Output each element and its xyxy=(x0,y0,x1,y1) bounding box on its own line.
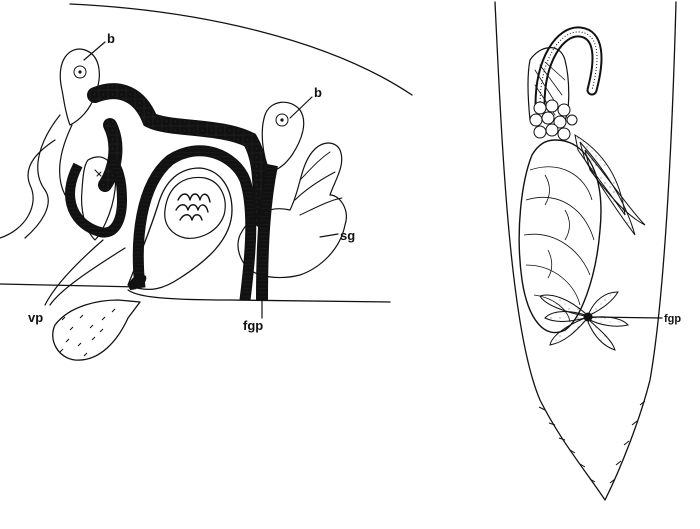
lateral-glands xyxy=(574,133,646,236)
leader-b-upper xyxy=(83,41,106,61)
right-figure: fgp xyxy=(494,1,681,501)
bulb-right-nucleus xyxy=(275,113,289,127)
duct-left xyxy=(24,114,61,239)
pharynx-bulb xyxy=(527,47,570,121)
label-vp: vp xyxy=(28,310,43,325)
egg-cluster xyxy=(529,99,578,141)
bulb-right xyxy=(261,101,305,173)
leader-vp xyxy=(44,239,104,306)
leader-vp-2 xyxy=(49,247,126,306)
sperm-mass xyxy=(175,193,211,221)
ovoid-striations xyxy=(523,166,595,323)
body-outline-curve xyxy=(69,3,413,96)
body-spines xyxy=(538,400,646,484)
shell-glands xyxy=(237,142,347,279)
leader-b-right xyxy=(289,96,313,119)
bulb-upper-nucleus xyxy=(73,65,87,79)
copulatory-bulb-inner xyxy=(127,167,233,291)
leader-fgp-right xyxy=(591,316,663,319)
label-b-right: b xyxy=(314,85,322,100)
left-figure: b b sg vp fgp xyxy=(0,3,413,361)
radiating-glands xyxy=(539,291,629,351)
female-gonopore xyxy=(583,312,593,322)
label-fgp: fgp xyxy=(243,318,263,333)
bulb-dark-tip xyxy=(128,274,147,290)
leader-sg xyxy=(319,233,339,238)
label-sg: sg xyxy=(340,228,355,243)
label-b-upper: b xyxy=(107,31,115,46)
ovoid-organ xyxy=(518,139,602,334)
penis-papilla xyxy=(52,299,141,361)
label-fgp-right: fgp xyxy=(664,313,681,325)
right-body-outline xyxy=(494,1,677,501)
left-edge-outline xyxy=(0,139,56,239)
